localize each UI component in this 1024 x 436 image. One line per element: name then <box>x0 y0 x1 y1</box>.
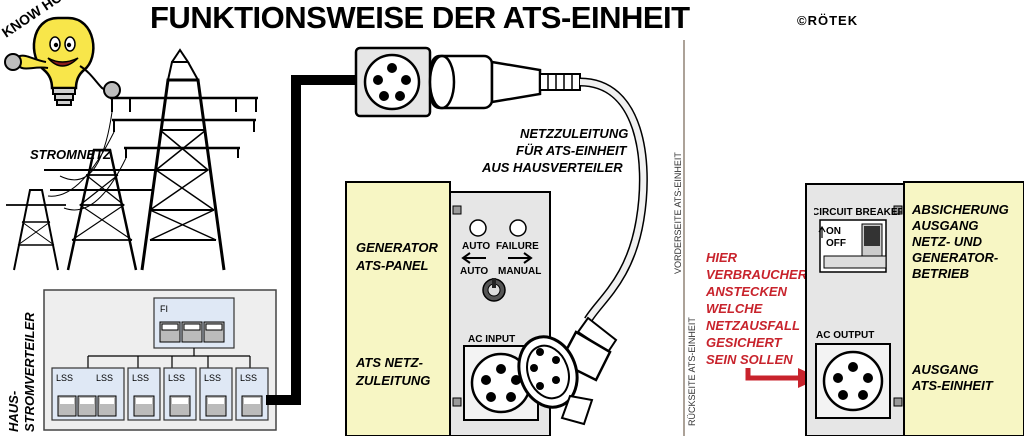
ats-netz-label: ATS NETZ- <box>355 355 423 370</box>
circuit-breaker-switch[interactable] <box>819 219 887 273</box>
failure-led-label: FAILURE <box>496 241 539 252</box>
consumer-note: ANSTECKEN <box>705 284 788 299</box>
supply-cable-label: FÜR ATS-EINHEIT <box>516 143 628 158</box>
on-label: ON <box>826 226 841 237</box>
absicherung-label: BETRIEB <box>912 266 969 281</box>
absicherung-label: ABSICHERUNG <box>911 202 1009 217</box>
manual-mode-label: MANUAL <box>498 266 541 277</box>
auto-led-icon <box>469 219 487 237</box>
failure-led-icon <box>509 219 527 237</box>
supply-cable-label: AUS HAUSVERTEILER <box>481 160 623 175</box>
on-arrow-icon <box>818 225 826 238</box>
lss-label: LSS <box>56 373 73 383</box>
auto-mode-label: AUTO <box>460 266 488 277</box>
lss-label: LSS <box>204 373 221 383</box>
page-title: FUNKTIONSWEISE DER ATS-EINHEIT <box>150 0 690 35</box>
lss-label: LSS <box>132 373 149 383</box>
generator-label: GENERATOR <box>356 240 438 255</box>
lss-label: LSS <box>168 373 185 383</box>
ausgang-label: ATS-EINHEIT <box>911 378 994 393</box>
absicherung-label: NETZ- UND <box>912 234 983 249</box>
cee-coupler-bottom-icon <box>517 316 618 426</box>
mode-switch-knob[interactable] <box>482 278 506 302</box>
ac-input-label: AC INPUT <box>468 334 515 345</box>
consumer-note: SEIN SOLLEN <box>706 352 793 367</box>
generator-panel-side <box>345 181 451 436</box>
lss-label: LSS <box>96 373 113 383</box>
arrow-left-icon <box>461 252 486 264</box>
stromnetz-label: STROMNETZ <box>30 147 112 162</box>
off-label: OFF <box>826 238 846 249</box>
rear-side-label: RÜCKSEITE ATS-EINHEIT <box>687 317 697 426</box>
mains-cable <box>266 75 360 405</box>
consumer-note: GESICHERT <box>706 335 783 350</box>
ats-netz-label: ZULEITUNG <box>355 373 430 388</box>
copyright-label: ©RÖTEK <box>797 13 858 28</box>
ausgang-label: AUSGANG <box>911 362 978 377</box>
ac-output-socket-icon <box>815 343 891 419</box>
consumer-note: VERBRAUCHER <box>706 267 808 282</box>
consumer-arrow-icon <box>745 368 800 381</box>
ats-panel-side-right <box>903 181 1024 436</box>
consumer-note: HIER <box>706 250 738 265</box>
absicherung-label: AUSGANG <box>911 218 978 233</box>
fi-label: FI <box>160 304 168 314</box>
arrow-right-icon <box>508 252 533 264</box>
auto-led-label: AUTO <box>462 241 490 252</box>
house-distribution-label-2: STROMVERTEILER <box>22 312 37 432</box>
consumer-note: NETZAUSFALL <box>706 318 800 333</box>
lss-label: LSS <box>240 373 257 383</box>
ac-output-label: AC OUTPUT <box>816 330 874 341</box>
front-side-label: VORDERSEITE ATS-EINHEIT <box>673 152 683 274</box>
consumer-note: WELCHE <box>706 301 763 316</box>
cee-socket-top-icon <box>354 46 432 118</box>
house-distribution-box: FI LSS LSS LSS LSS LSS LSS <box>43 289 277 431</box>
supply-cable <box>579 79 647 322</box>
absicherung-label: GENERATOR- <box>912 250 998 265</box>
house-distribution-label-1: HAUS- <box>6 391 21 432</box>
supply-cable-label: NETZZULEITUNG <box>520 126 628 141</box>
generator-label: ATS-PANEL <box>355 258 429 273</box>
lightbulb-mascot-icon: KNOW HOW <box>0 0 121 106</box>
cee-plug-top-icon <box>428 54 581 110</box>
power-pylon-icon <box>6 48 258 271</box>
circuit-breaker-label: CIRCUIT BREAKER <box>812 207 906 218</box>
